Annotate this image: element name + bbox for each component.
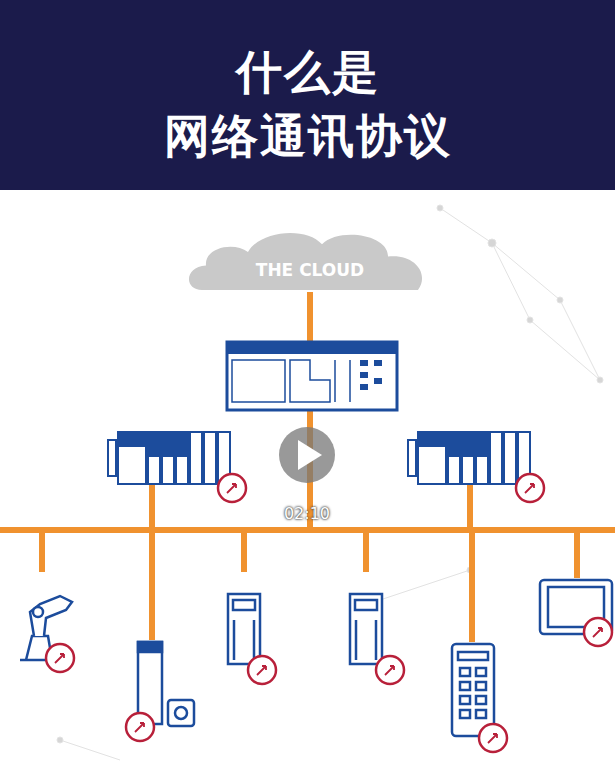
- play-button: [279, 427, 335, 483]
- io-rack-right: [408, 432, 530, 484]
- field-device: [228, 594, 382, 664]
- background-network: [57, 205, 603, 760]
- title: 什么是 网络通讯协议: [148, 40, 468, 168]
- video-duration: 02:10: [284, 504, 330, 523]
- clock-icons: [46, 474, 612, 752]
- io-rack-left: [108, 432, 230, 484]
- controller: [227, 342, 397, 410]
- cloud-label: THE CLOUD: [182, 260, 438, 280]
- cloud-node: THE CLOUD: [182, 220, 438, 296]
- io-module: [452, 644, 494, 736]
- cloud-shape: [182, 220, 438, 296]
- network-bus: [0, 292, 615, 642]
- title-wrap: 什么是 网络通讯协议: [0, 40, 615, 168]
